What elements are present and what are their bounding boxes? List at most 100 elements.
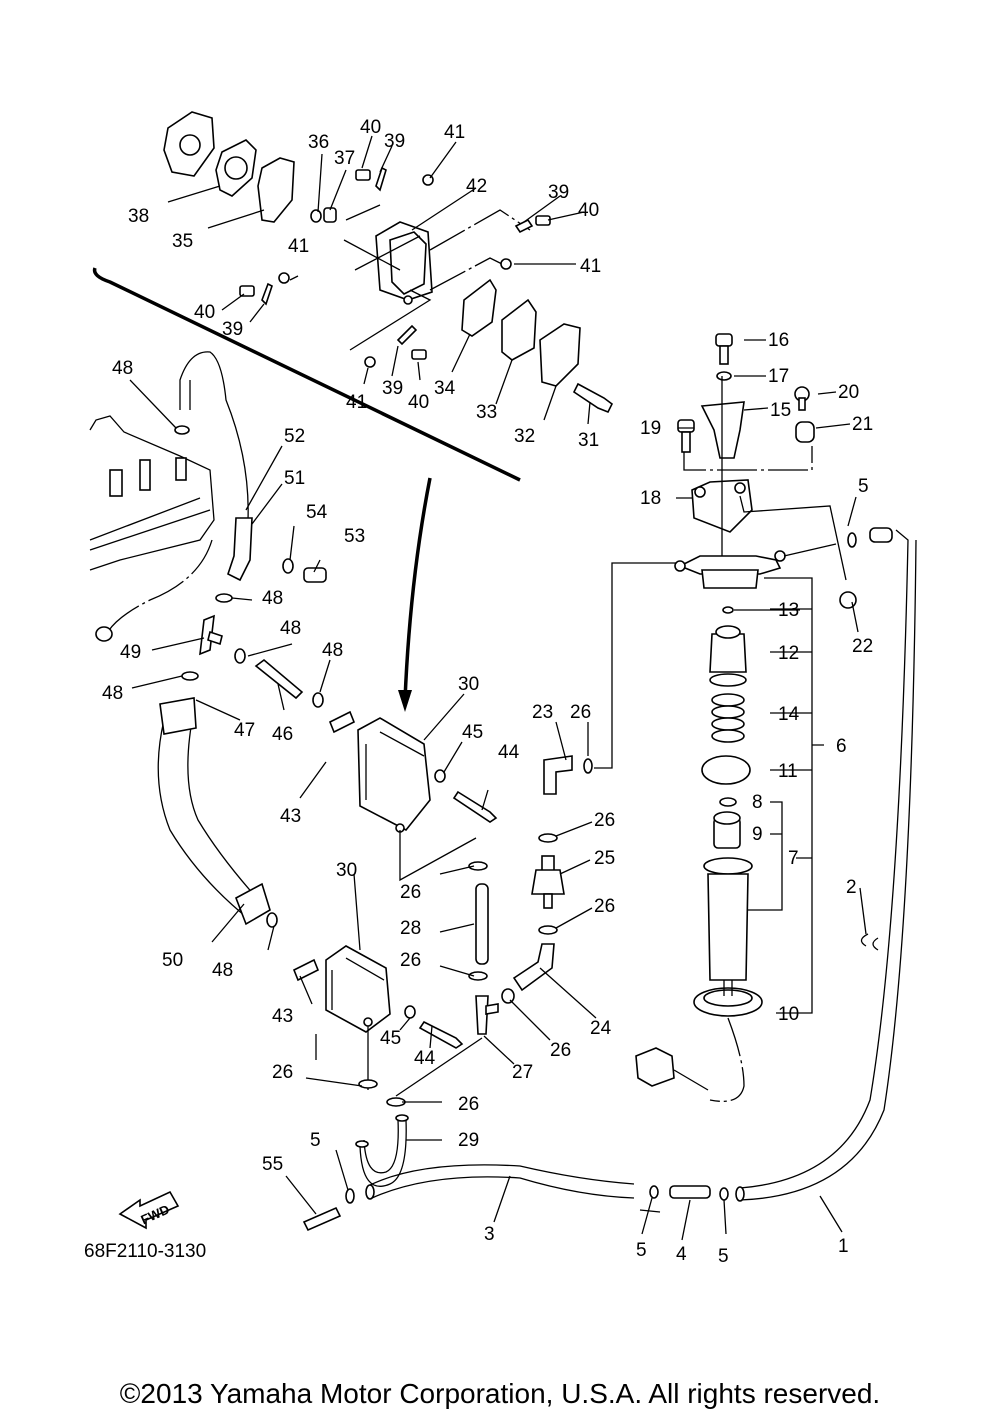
callout-37: 37 (334, 148, 355, 169)
clamp-part-5d (847, 532, 857, 548)
washer-part-17 (716, 371, 732, 381)
callout-40: 40 (578, 200, 599, 221)
callout-18: 18 (640, 488, 661, 509)
o-ring-part-13 (722, 606, 734, 614)
callout-48: 48 (112, 358, 133, 379)
callout-35: 35 (172, 231, 193, 252)
float-part-9 (713, 811, 741, 849)
o-ring-part-11 (701, 755, 751, 785)
cover-part-32 (539, 323, 581, 387)
clamp-part-48d (181, 671, 199, 681)
gasket-part-43a (328, 710, 356, 734)
callout-36: 36 (308, 132, 329, 153)
clip-part-39c (261, 282, 273, 306)
callout-12: 12 (778, 643, 799, 664)
callout-19: 19 (640, 418, 661, 439)
callout-6: 6 (836, 736, 847, 757)
hose-part-52 (179, 351, 249, 521)
washer-part-45a (434, 769, 446, 783)
callout-41: 41 (444, 122, 465, 143)
spring-part-14 (711, 693, 745, 743)
connector-part-55 (302, 1206, 342, 1232)
callout-8: 8 (752, 792, 763, 813)
callout-5: 5 (310, 1130, 321, 1151)
clamp-part-5b (649, 1185, 659, 1199)
section-divider-line (92, 267, 521, 482)
copyright-notice: ©2013 Yamaha Motor Corporation, U.S.A. A… (119, 1378, 881, 1409)
cup-part-7 (703, 857, 753, 981)
bolt-part-19 (677, 419, 695, 453)
washer-part-54 (282, 558, 294, 574)
callout-30: 30 (458, 674, 479, 695)
callout-50: 50 (162, 950, 183, 971)
callout-52: 52 (284, 426, 305, 447)
elbow-part-51 (227, 517, 253, 582)
screw-part-40b (535, 215, 551, 226)
tee-part-27 (475, 995, 499, 1035)
hose-part-28 (475, 883, 489, 965)
powerhead-outline (89, 415, 215, 571)
elbow-part-23 (543, 755, 573, 795)
clamp-part-26g (538, 925, 558, 935)
callout-48: 48 (262, 588, 283, 609)
clamp-part-5c (719, 1187, 729, 1201)
nut-part-41d (364, 356, 376, 368)
bolt-part-31 (572, 382, 614, 414)
plug-part-53 (303, 567, 327, 583)
ring-nut-part-10 (693, 980, 763, 1017)
callout-26: 26 (594, 896, 615, 917)
callout-27: 27 (512, 1062, 533, 1083)
pointer-arrow-to-pump (403, 477, 432, 701)
callout-48: 48 (212, 960, 233, 981)
callout-26: 26 (550, 1040, 571, 1061)
clip-part-2 (860, 933, 879, 951)
hose-part-3 (365, 1164, 635, 1200)
callout-22: 22 (852, 636, 873, 657)
washer-part-36 (310, 209, 322, 223)
callout-26: 26 (272, 1062, 293, 1083)
pump-cover-part-38 (163, 111, 215, 177)
diaphragm-part-35b (257, 157, 295, 223)
clamp-part-26c (358, 1079, 378, 1089)
elbow-hose-part-24 (512, 943, 555, 992)
clamp-part-48f (266, 912, 278, 928)
washer-part-45b (404, 1005, 416, 1019)
gasket-part-43b (292, 958, 320, 982)
callout-21: 21 (852, 414, 873, 435)
clamp-part-48c (234, 648, 246, 664)
callout-29: 29 (458, 1130, 479, 1151)
clip-part-8 (719, 797, 737, 807)
bolt-part-16 (715, 333, 733, 365)
fitting (95, 626, 113, 642)
callout-28: 28 (400, 918, 421, 939)
callout-14: 14 (778, 704, 800, 725)
pointer-arrowhead (398, 690, 412, 712)
callout-5: 5 (718, 1246, 729, 1267)
elbow-fitting-top (869, 527, 893, 543)
callout-39: 39 (384, 131, 405, 152)
fitting-part-22 (839, 591, 857, 609)
callout-26: 26 (400, 882, 421, 903)
joint-part-4 (669, 1185, 711, 1199)
callout-20: 20 (838, 382, 859, 403)
callout-44: 44 (498, 742, 520, 763)
callout-48: 48 (322, 640, 343, 661)
filter-part-25 (531, 855, 565, 909)
element-part-12 (709, 625, 747, 687)
bolt-part-44a (452, 790, 498, 823)
spring-part-37 (323, 207, 337, 223)
callout-34: 34 (434, 378, 456, 399)
clamp-part-48b (215, 593, 233, 603)
callout-39: 39 (548, 182, 569, 203)
screw-part-40 (355, 169, 371, 181)
callout-17: 17 (768, 366, 789, 387)
callout-46: 46 (272, 724, 293, 745)
grommet-part-20 (794, 386, 810, 411)
corrugated-hose-part-47-50 (157, 697, 271, 926)
callout-25: 25 (594, 848, 615, 869)
callout-15: 15 (770, 400, 791, 421)
callout-2: 2 (846, 877, 857, 898)
callout-45: 45 (380, 1028, 401, 1049)
clip-part-39d (396, 324, 418, 346)
callout-33: 33 (476, 402, 497, 423)
